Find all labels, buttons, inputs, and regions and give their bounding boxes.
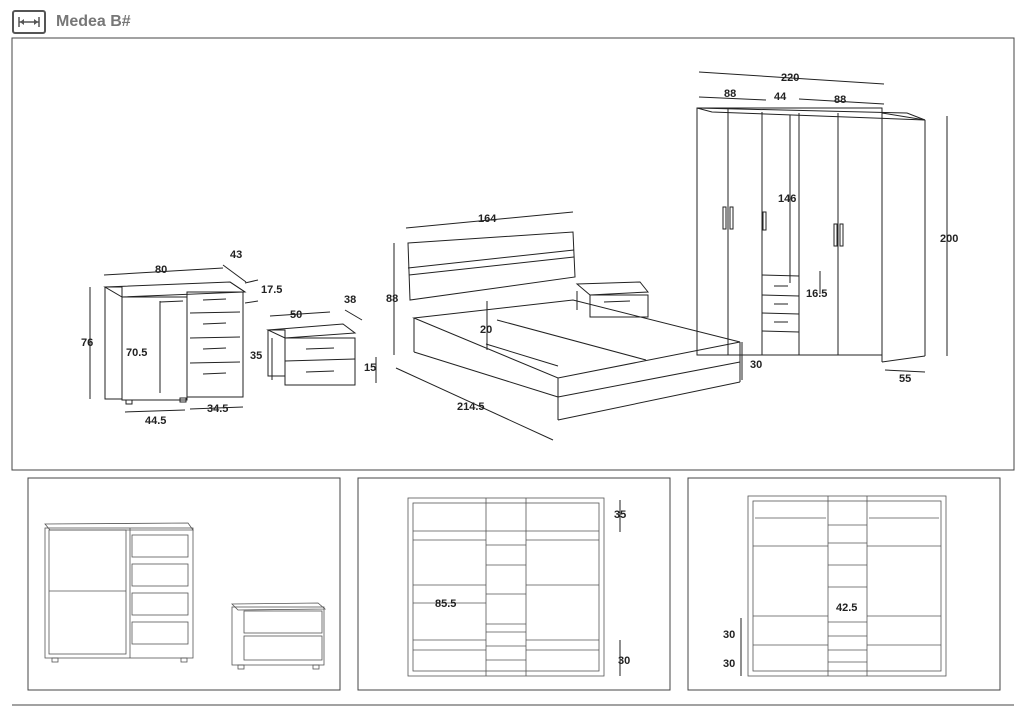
dim-wardrobe-mid: 44 bbox=[774, 91, 787, 103]
dim-night-drawer: 15 bbox=[364, 362, 376, 374]
dim-interior2-b: 30 bbox=[723, 658, 735, 670]
dim-wardrobe-drawer: 16.5 bbox=[806, 288, 827, 300]
wardrobe-interior-1-drawing bbox=[407, 497, 621, 677]
dim-bed-head-height: 88 bbox=[386, 293, 398, 305]
chest-drawing bbox=[89, 264, 259, 413]
dim-wardrobe-depth: 55 bbox=[899, 373, 911, 385]
wardrobe-interior-frame bbox=[357, 477, 671, 691]
dim-interior-top: 35 bbox=[614, 509, 626, 521]
dim-bed-width: 164 bbox=[478, 213, 497, 225]
dim-wardrobe-height: 200 bbox=[940, 233, 958, 245]
dim-night-depth: 38 bbox=[344, 294, 356, 306]
bed-drawing bbox=[393, 211, 743, 441]
dim-chest-inner-height: 70.5 bbox=[126, 347, 147, 359]
dim-interior-shelf: 85.5 bbox=[435, 598, 456, 610]
dim-interior2-mid: 42.5 bbox=[836, 602, 857, 614]
chest-interior-drawing bbox=[44, 522, 327, 670]
chest-interior-frame bbox=[27, 477, 341, 691]
main-frame bbox=[11, 37, 1015, 471]
dim-interior-bottom: 30 bbox=[618, 655, 630, 667]
dim-chest-left: 44.5 bbox=[145, 415, 166, 427]
dim-bed-side-height: 30 bbox=[750, 359, 762, 371]
dim-bed-frame-height: 20 bbox=[480, 324, 492, 336]
dim-chest-right: 34.5 bbox=[207, 403, 228, 415]
dim-wardrobe-left: 88 bbox=[724, 88, 736, 100]
wardrobe-drawing bbox=[696, 71, 948, 373]
wardrobe-interior-2-drawing bbox=[740, 495, 947, 677]
page-title: Medea B# bbox=[56, 13, 131, 30]
dim-interior2-a: 30 bbox=[723, 629, 735, 641]
dim-chest-drawer-height: 17.5 bbox=[261, 284, 282, 296]
dim-night-height: 35 bbox=[250, 350, 262, 362]
dim-chest-height: 76 bbox=[81, 337, 93, 349]
dim-chest-width: 80 bbox=[155, 264, 167, 276]
dim-wardrobe-inner: 146 bbox=[778, 193, 796, 205]
dim-bed-length: 214.5 bbox=[457, 401, 485, 413]
nightstand-drawing bbox=[266, 309, 377, 386]
dimension-arrows-icon bbox=[12, 10, 46, 34]
dim-wardrobe-right: 88 bbox=[834, 94, 846, 106]
dim-wardrobe-total: 220 bbox=[781, 72, 799, 84]
dim-chest-depth: 43 bbox=[230, 249, 242, 261]
header: Medea B# bbox=[12, 8, 131, 36]
dim-night-width: 50 bbox=[290, 309, 302, 321]
wardrobe-alt-interior-frame bbox=[687, 477, 1001, 691]
